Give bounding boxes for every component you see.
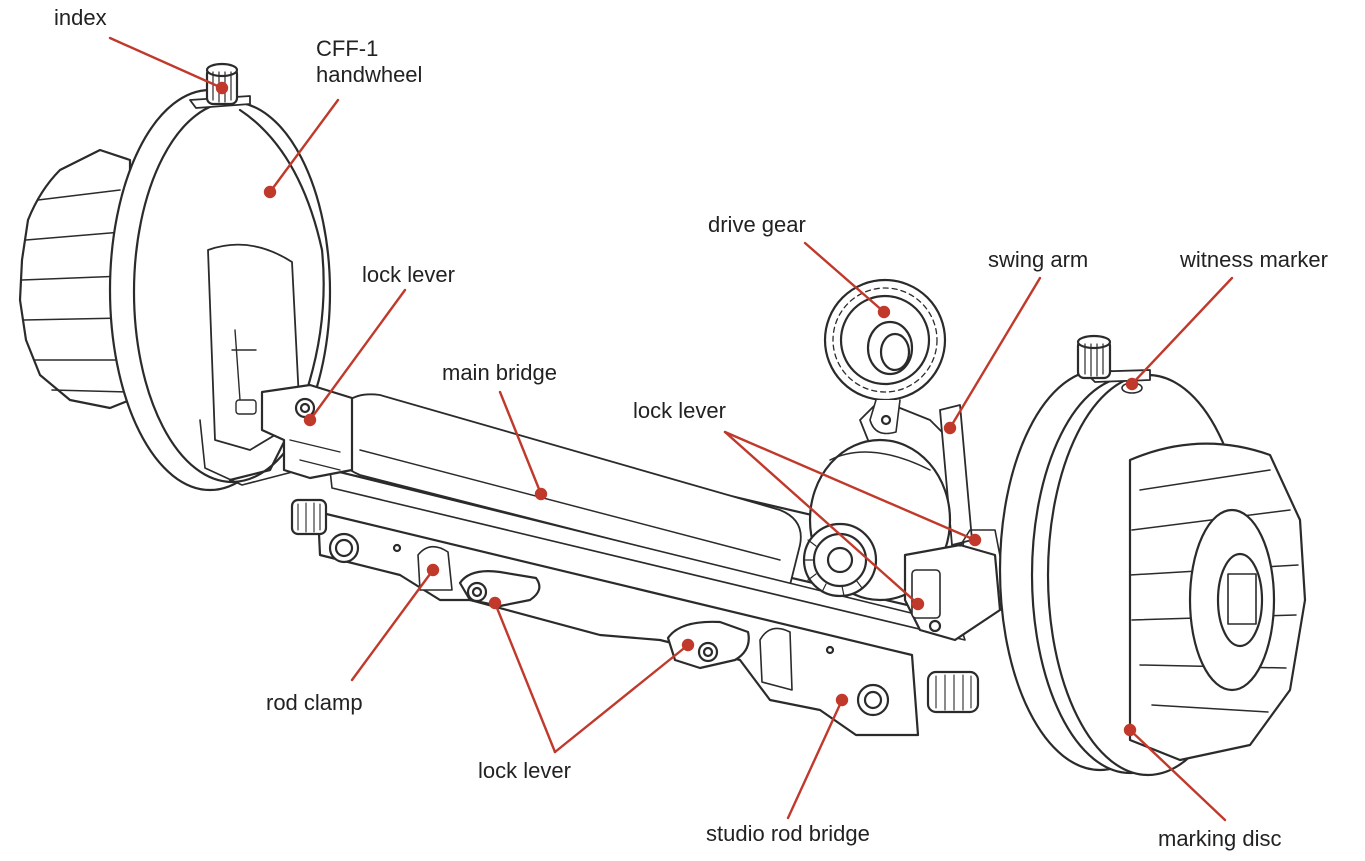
label-lock-lever-top: lock lever: [362, 262, 455, 287]
leader-swing-arm: [943, 276, 1042, 435]
leader-lock-lever-mid: [723, 430, 982, 611]
leader-index: [108, 36, 229, 95]
swing-arm-assembly: [802, 399, 1002, 642]
leader-main-bridge: [498, 390, 548, 501]
label-handwheel-line1: CFF-1: [316, 36, 379, 61]
leader-lock-lever-bottom: [488, 596, 695, 754]
leader-drive-gear: [803, 241, 891, 319]
label-handwheel-line2: handwheel: [316, 62, 423, 87]
right-marking-disc: [998, 334, 1307, 777]
leader-rod-clamp: [350, 563, 440, 682]
leader-marking-disc: [1123, 723, 1227, 822]
label-swing-arm: swing arm: [988, 247, 1089, 272]
leader-lock-lever-top: [303, 288, 407, 427]
left-lock-block: [235, 383, 354, 480]
leader-handwheel: [263, 98, 340, 199]
leader-witness-marker: [1125, 276, 1234, 391]
lower-lock-levers: [458, 570, 750, 670]
drive-gear: [823, 278, 947, 435]
label-cff1-handwheel: CFF-1 handwheel: [316, 36, 422, 88]
label-index: index: [54, 5, 107, 30]
label-lock-lever-mid: lock lever: [633, 398, 726, 423]
label-drive-gear: drive gear: [708, 212, 806, 237]
label-marking-disc: marking disc: [1158, 826, 1282, 851]
leader-lines: [108, 36, 1234, 822]
label-main-bridge: main bridge: [442, 360, 557, 385]
leader-studio-rod-bridge: [786, 693, 849, 820]
left-handwheel: [18, 62, 332, 492]
label-lock-lever-bottom: lock lever: [478, 758, 571, 783]
label-rod-clamp: rod clamp: [266, 690, 363, 715]
label-witness-marker: witness marker: [1180, 247, 1328, 272]
label-studio-rod-bridge: studio rod bridge: [706, 821, 870, 846]
